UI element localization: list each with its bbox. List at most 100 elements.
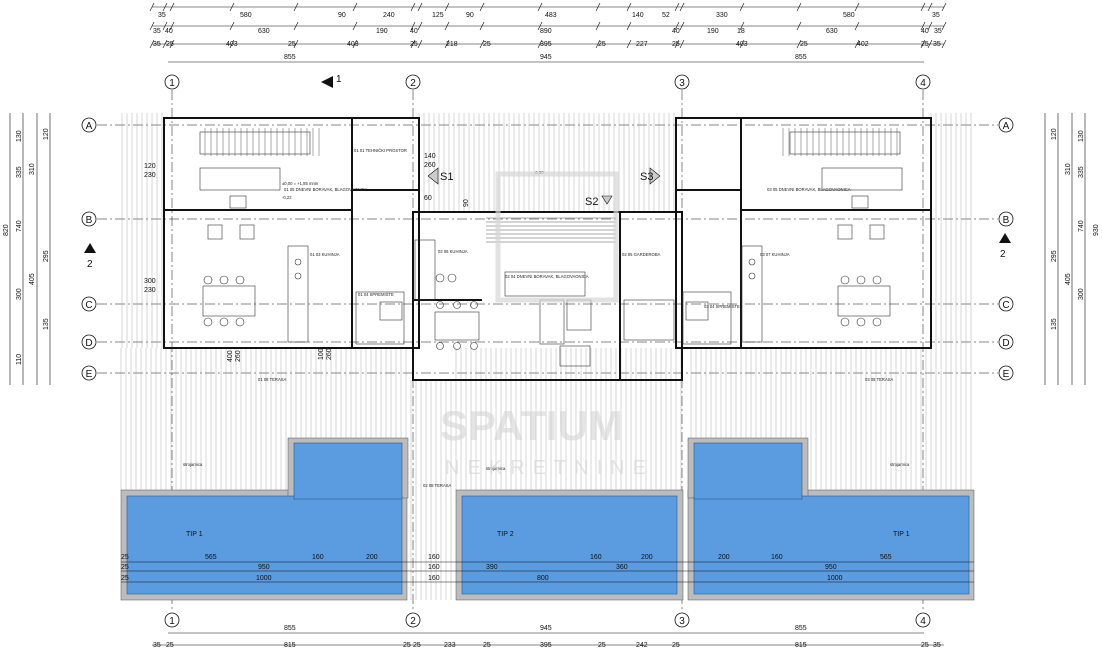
dim-tick [537, 39, 543, 49]
dim-label: 295 [1051, 250, 1058, 262]
svg-text:360: 360 [616, 564, 628, 571]
dim-tick [149, 21, 155, 31]
dim-tick [920, 39, 926, 49]
dim-label: 300 [1078, 288, 1085, 300]
svg-text:400: 400 [227, 350, 234, 362]
svg-text:120: 120 [144, 163, 156, 170]
room-label: 01 03 KUHINJA [310, 252, 340, 257]
dim-label: 135 [43, 318, 50, 330]
pool-1-dims: 565 160 200 950 1000 [205, 554, 378, 582]
top-dim-row3: 855 945 855 [284, 54, 807, 61]
axis-label: C [1002, 300, 1009, 311]
dim-tick [229, 2, 235, 12]
dim-tick [410, 39, 416, 49]
dim-label: 25 [598, 41, 606, 48]
dim-tick [674, 39, 680, 49]
svg-text:260: 260 [326, 348, 333, 360]
axis-label: 2 [410, 78, 416, 89]
svg-text:25: 25 [121, 564, 129, 571]
dim-label: 190 [707, 28, 719, 35]
dim-label: 110 [16, 354, 23, 365]
section-label: S3 [640, 171, 653, 183]
room-label: 01 01 TEHNIČKI PROSTOR [354, 148, 407, 153]
dim-label: 218 [446, 41, 458, 48]
watermark-main: SPATIUM [440, 402, 623, 449]
axis-label: 3 [679, 78, 685, 89]
svg-text:390: 390 [486, 564, 498, 571]
axis-label: 4 [920, 616, 926, 627]
dim-label: 35 [932, 12, 940, 19]
axis-labels-rows: A B C D E A B C D E [85, 121, 1009, 380]
dim-label: 335 [16, 166, 23, 178]
dim-label: 483 [545, 12, 557, 19]
stairs [204, 128, 898, 243]
dim-tick [169, 39, 175, 49]
svg-text:140: 140 [424, 153, 436, 160]
svg-text:25: 25 [121, 575, 129, 582]
dim-tick [293, 39, 299, 49]
pool-label: TIP 1 [893, 531, 910, 538]
dim-tick [626, 21, 632, 31]
svg-text:950: 950 [258, 564, 270, 571]
dim-label: 25 [410, 41, 418, 48]
dim-label: 330 [716, 12, 728, 19]
pool-water [126, 442, 970, 595]
dim-tick [595, 21, 601, 31]
dim-label: 90 [466, 12, 474, 19]
svg-text:90: 90 [463, 199, 470, 207]
room-label: 02 08 TERASA [423, 483, 452, 488]
svg-text:1: 1 [336, 74, 342, 85]
dim-label: 402 [857, 41, 869, 48]
top-dim-row0: 35 580 90 240 125 90 483 140 52 330 580 … [158, 12, 940, 19]
machine-room-labels: strojarnica strojarnica strojarnica [183, 462, 910, 471]
svg-text:950: 950 [825, 564, 837, 571]
axis-labels-columns: 1 2 3 4 1 2 3 4 [169, 78, 926, 627]
svg-text:242: 242 [636, 642, 648, 649]
dim-label: 945 [540, 54, 552, 61]
dim-tick [537, 21, 543, 31]
room-label: 01 04 SPREMIŠTE [358, 292, 394, 297]
machine-room: strojarnica [183, 462, 203, 467]
dim-label: 40 [672, 28, 680, 35]
cut-marker-1: 1 [321, 74, 342, 88]
dim-label: 120 [1051, 128, 1058, 140]
dim-tick [352, 21, 358, 31]
svg-text:230: 230 [144, 287, 156, 294]
dim-tick [739, 21, 745, 31]
svg-text:300: 300 [144, 278, 156, 285]
svg-text:200: 200 [366, 554, 378, 561]
dim-label: 40 [410, 28, 418, 35]
dim-tick [941, 2, 947, 12]
dim-label: 52 [662, 12, 670, 19]
svg-text:35: 35 [933, 642, 941, 649]
top-dim-row2: 35 25 403 25 403 25 218 25 395 25 227 25… [153, 41, 941, 48]
unit-3-furniture [682, 131, 903, 345]
watermark-sub: NEKRETNINE [445, 457, 654, 479]
dim-tick [920, 2, 926, 12]
dim-label: 227 [636, 41, 648, 48]
dim-label: 125 [432, 12, 444, 19]
dim-label: 18 [737, 28, 745, 35]
svg-text:100: 100 [318, 348, 325, 360]
opening-dims: 140 260 60 90 120 230 300 230 100 260 40… [144, 153, 470, 362]
top-dimension-chains [149, 2, 947, 63]
dim-label: 130 [1078, 130, 1085, 142]
pool-dim-lines [121, 561, 974, 583]
dim-label: 580 [843, 12, 855, 19]
axis-label: 3 [679, 616, 685, 627]
dim-tick [927, 21, 933, 31]
svg-text:200: 200 [641, 554, 653, 561]
dim-tick [444, 2, 450, 12]
dim-label: 130 [16, 130, 23, 142]
svg-text:160: 160 [590, 554, 602, 561]
dim-tick [417, 21, 423, 31]
svg-text:160: 160 [428, 564, 440, 571]
section-label: S2 [585, 196, 598, 208]
svg-text:25: 25 [672, 642, 680, 649]
dim-tick [796, 2, 802, 12]
axis-bubbles-rows [81, 117, 1014, 381]
svg-text:815: 815 [284, 642, 296, 649]
dim-tick [169, 2, 175, 12]
dim-tick [229, 21, 235, 31]
axis-label: D [85, 338, 92, 349]
